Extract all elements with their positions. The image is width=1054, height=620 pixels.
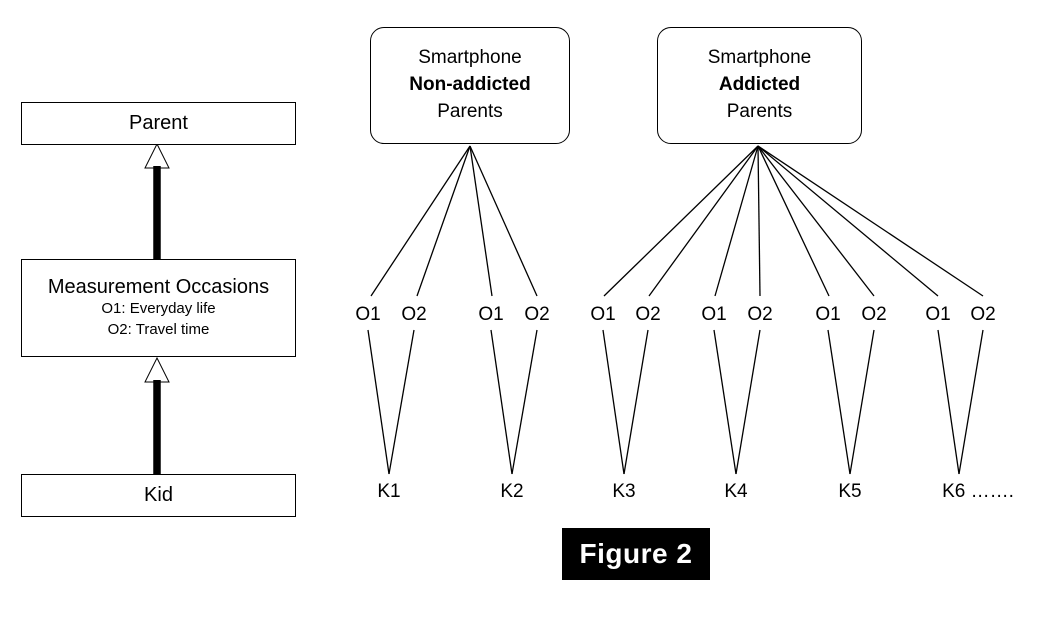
level-subline-occasion-1: O1: Everyday life	[101, 300, 216, 318]
figure-caption: Figure 2	[562, 528, 710, 580]
group-line-non-addicted: Non-addicted	[409, 74, 531, 96]
occasion-node-label: O1	[590, 304, 616, 325]
links-occasions-to-kids	[367, 329, 984, 475]
occasion-node-label: O2	[635, 304, 661, 325]
group-line-smartphone-non-addicted: Smartphone	[418, 47, 522, 69]
group-line-addicted: Addicted	[718, 74, 801, 96]
level-box-parent: Parent	[21, 102, 296, 145]
occasion-node-label: O1	[701, 304, 727, 325]
links-addicted-group-to-occasions	[603, 145, 984, 297]
level-title-parent: Parent	[129, 112, 188, 134]
arrow-kid-to-measurement	[144, 356, 170, 474]
occasion-node-label: O2	[861, 304, 887, 325]
group-line-parents-non-addicted: Parents	[437, 100, 503, 122]
arrow-measurement-to-parent	[144, 142, 170, 259]
level-title-measurement-occasions: Measurement Occasions	[47, 276, 270, 299]
occasion-node-label: O1	[925, 304, 951, 325]
group-box-non-addicted: Smartphone Non-addicted Parents	[370, 27, 570, 144]
group-line-smartphone-addicted: Smartphone	[707, 47, 812, 69]
occasion-node-label: O2	[747, 304, 773, 325]
occasion-node-label: O2	[401, 304, 427, 325]
level-box-measurement-occasions: Measurement Occasions O1: Everyday life …	[21, 259, 296, 357]
group-box-addicted: Smartphone Addicted Parents	[657, 27, 862, 144]
level-subline-occasion-2: O2: Travel time	[107, 320, 210, 338]
kid-node-label: K5	[838, 481, 862, 502]
group-line-parents-addicted: Parents	[726, 100, 793, 122]
links-nonaddicted-group-to-occasions	[370, 145, 538, 297]
occasion-node-label: O2	[524, 304, 550, 325]
occasion-node-label: O1	[355, 304, 381, 325]
occasion-node-label: O1	[815, 304, 841, 325]
kid-node-label: K2	[500, 481, 524, 502]
level-title-kid: Kid	[144, 484, 173, 506]
kid-node-label: K4	[724, 481, 748, 502]
occasion-node-label: O2	[970, 304, 996, 325]
kid-node-label: K1	[377, 481, 401, 502]
occasion-node-label: O1	[478, 304, 504, 325]
kid-node-label: K6 …….	[942, 481, 1014, 502]
level-box-kid: Kid	[21, 474, 296, 517]
kid-node-label: K3	[612, 481, 636, 502]
